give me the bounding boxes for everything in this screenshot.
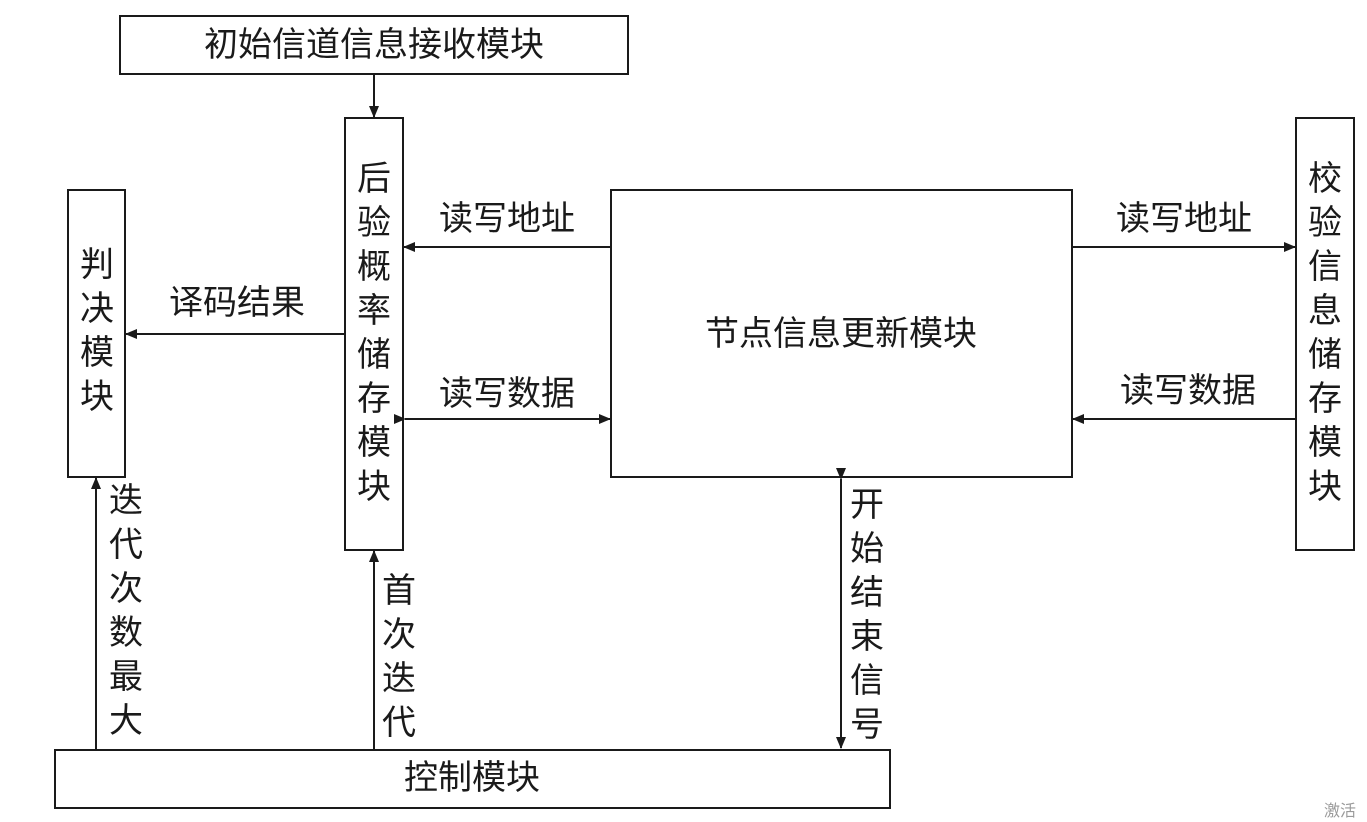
decision-box — [67, 189, 126, 478]
control-label: 控制模块 — [404, 758, 540, 798]
decode-result-label: 译码结果 — [169, 283, 305, 323]
posterior-storage-box — [344, 117, 404, 551]
watermark-text: 激活 — [1324, 801, 1356, 820]
rw-data-right-label: 读写数据 — [1120, 371, 1256, 411]
check-storage-box — [1295, 117, 1355, 551]
check-storage-label: 校验信息储存模块 — [1308, 159, 1342, 507]
start-end-label-text: 开始结束信号 — [850, 485, 884, 745]
posterior-storage-label: 后验概率储存模块 — [357, 159, 391, 507]
rw-addr-right-label: 读写地址 — [1116, 199, 1252, 239]
first-iter-label-text: 首次迭代 — [382, 571, 416, 743]
decision-label-text: 判决模块 — [80, 245, 114, 417]
init-channel-label: 初始信道信息接收模块 — [204, 25, 544, 65]
rw-addr-left-label: 读写地址 — [439, 199, 575, 239]
control-box — [54, 749, 891, 809]
start-end-label: 开始结束信号 — [850, 485, 884, 745]
posterior-storage-label-text: 后验概率储存模块 — [357, 159, 391, 507]
max-iter-label: 迭代次数最大 — [109, 481, 143, 741]
decision-label: 判决模块 — [80, 245, 114, 417]
rw-data-left-label: 读写数据 — [439, 374, 575, 414]
first-iter-label: 首次迭代 — [382, 571, 416, 743]
check-storage-label-text: 校验信息储存模块 — [1308, 159, 1342, 507]
node-update-label: 节点信息更新模块 — [705, 314, 977, 354]
max-iter-label-text: 迭代次数最大 — [109, 481, 143, 741]
node-update-box — [610, 189, 1073, 478]
init-channel-box — [119, 15, 629, 75]
